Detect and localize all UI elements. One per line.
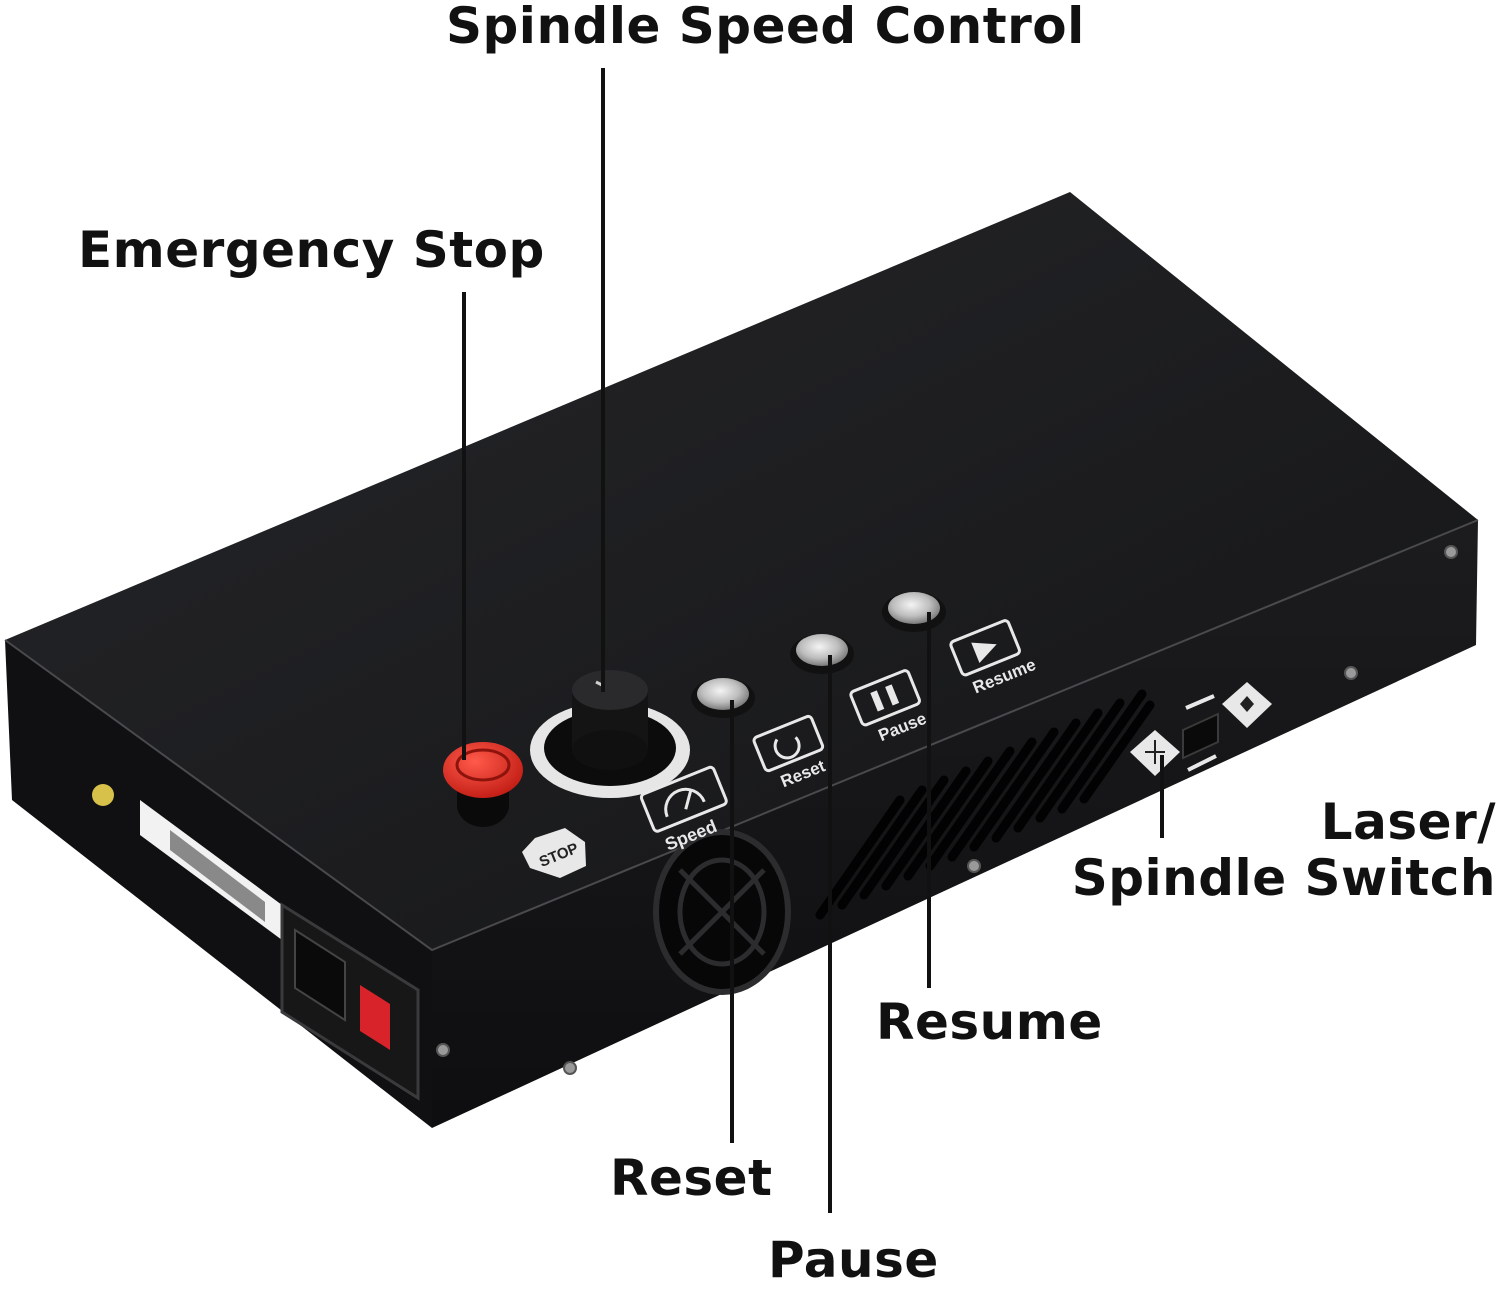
spindle-icon — [1222, 682, 1272, 728]
indicator-light — [92, 784, 114, 806]
callout-pause: Pause — [768, 1231, 939, 1289]
callout-emergency-stop: Emergency Stop — [78, 221, 545, 279]
barcode-label — [92, 784, 282, 940]
screws — [436, 545, 1458, 1075]
callout-laser-line: Laser/ — [1320, 793, 1496, 851]
laser-spindle-switch[interactable] — [1182, 694, 1219, 772]
pause-button[interactable] — [790, 634, 854, 674]
stop-sign-icon: STOP — [522, 828, 586, 878]
emergency-stop-button[interactable] — [443, 742, 523, 827]
callout-spindle-speed-control: Spindle Speed Control — [446, 0, 1085, 55]
callout-spindle-switch-line: Spindle Switch — [1071, 849, 1496, 907]
power-switch[interactable] — [360, 985, 390, 1050]
leader-lines — [462, 68, 1164, 1213]
laser-icon — [1130, 730, 1180, 776]
callout-reset: Reset — [610, 1149, 773, 1207]
callout-resume: Resume — [876, 993, 1103, 1051]
power-inlet-module — [280, 902, 420, 1101]
power-socket — [294, 928, 346, 1022]
callout-laser-spindle-switch: Laser/ Spindle Switch — [1072, 794, 1496, 906]
spindle-speed-knob[interactable] — [530, 670, 690, 798]
resume-button[interactable] — [882, 592, 946, 632]
vent-slots — [815, 689, 1155, 920]
reset-button[interactable] — [691, 678, 755, 718]
enclosure-top-face — [5, 192, 1478, 950]
fan-grille — [653, 829, 791, 995]
